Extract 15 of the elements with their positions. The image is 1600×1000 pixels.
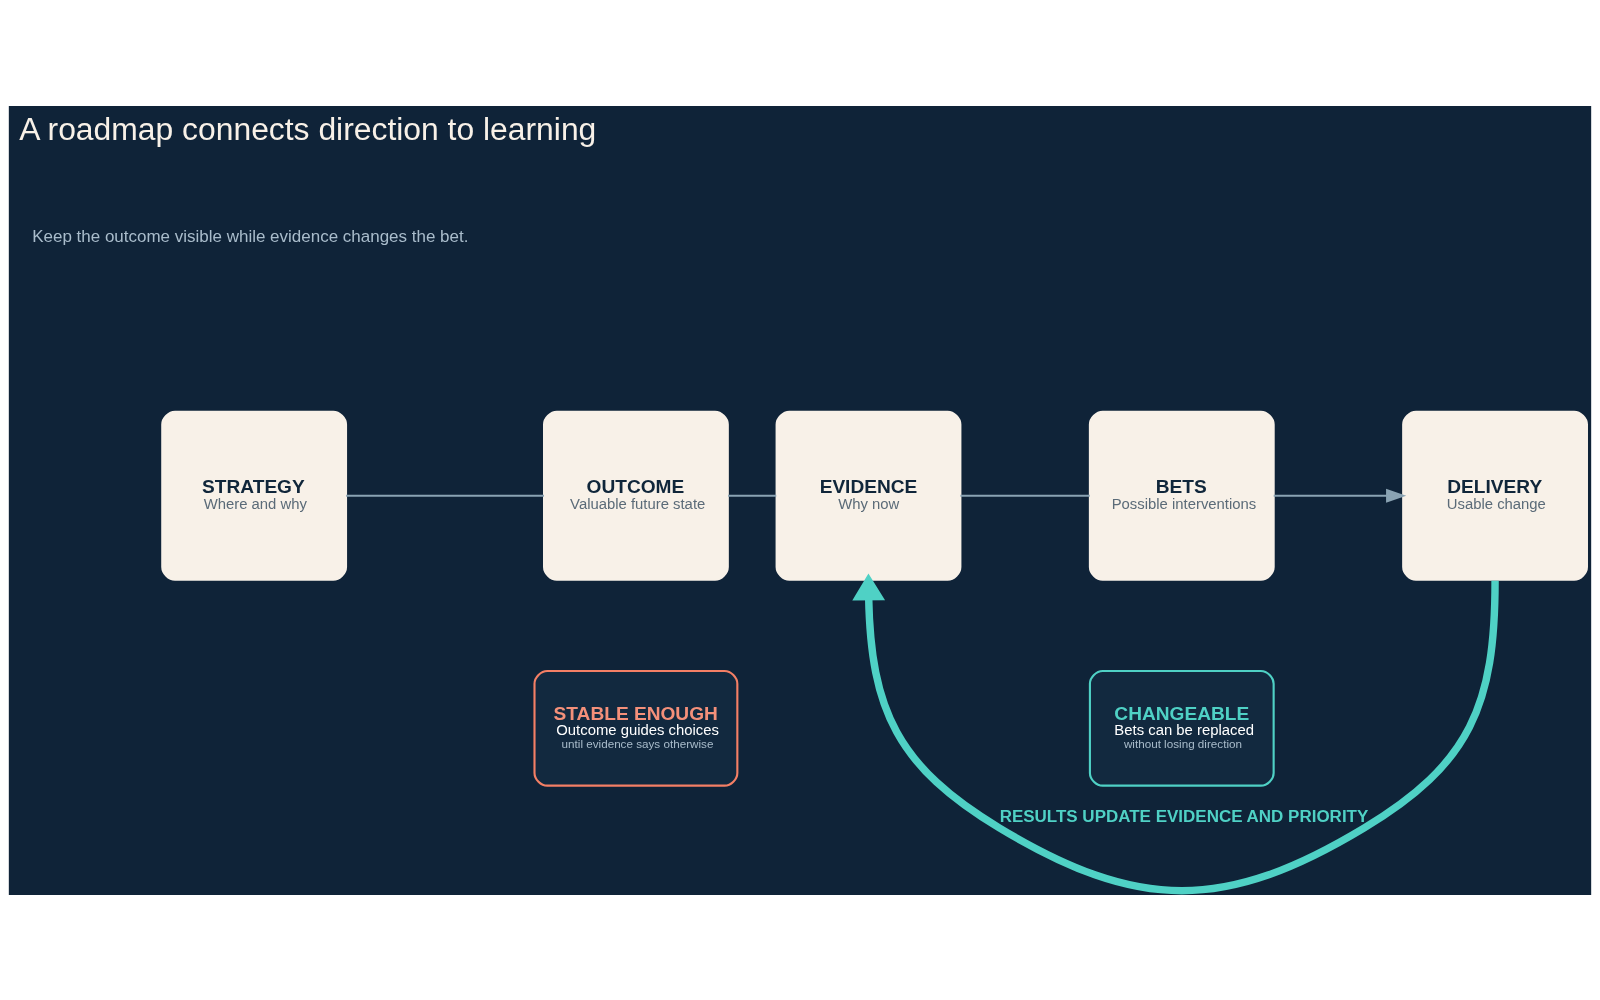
connector: [960, 494, 1090, 497]
node-box: EVIDENCE Why now: [775, 410, 962, 581]
diagram-title: A roadmap connects direction to learning: [19, 110, 597, 147]
arrow: [1273, 488, 1407, 503]
arrow: [852, 573, 1499, 894]
connector: [728, 494, 777, 497]
node-box: STRATEGY Where and why: [161, 410, 348, 581]
connector: [346, 494, 544, 497]
label: Keep the outcome visible while evidence changes the bet.: [32, 226, 469, 246]
node-box: CHANGEABLE Bets can be replaced without losing direction: [1088, 669, 1275, 787]
node-box: STABLE ENOUGH Outcome guides choices until evidence says otherwise: [533, 669, 739, 787]
node-box: DELIVERY Usable change: [1402, 410, 1588, 581]
node-box: BETS Possible interventions: [1088, 410, 1275, 581]
edge-label: RESULTS UPDATE EVIDENCE AND PRIORITY: [999, 806, 1369, 826]
node-box: OUTCOME Valuable future state: [543, 410, 729, 581]
